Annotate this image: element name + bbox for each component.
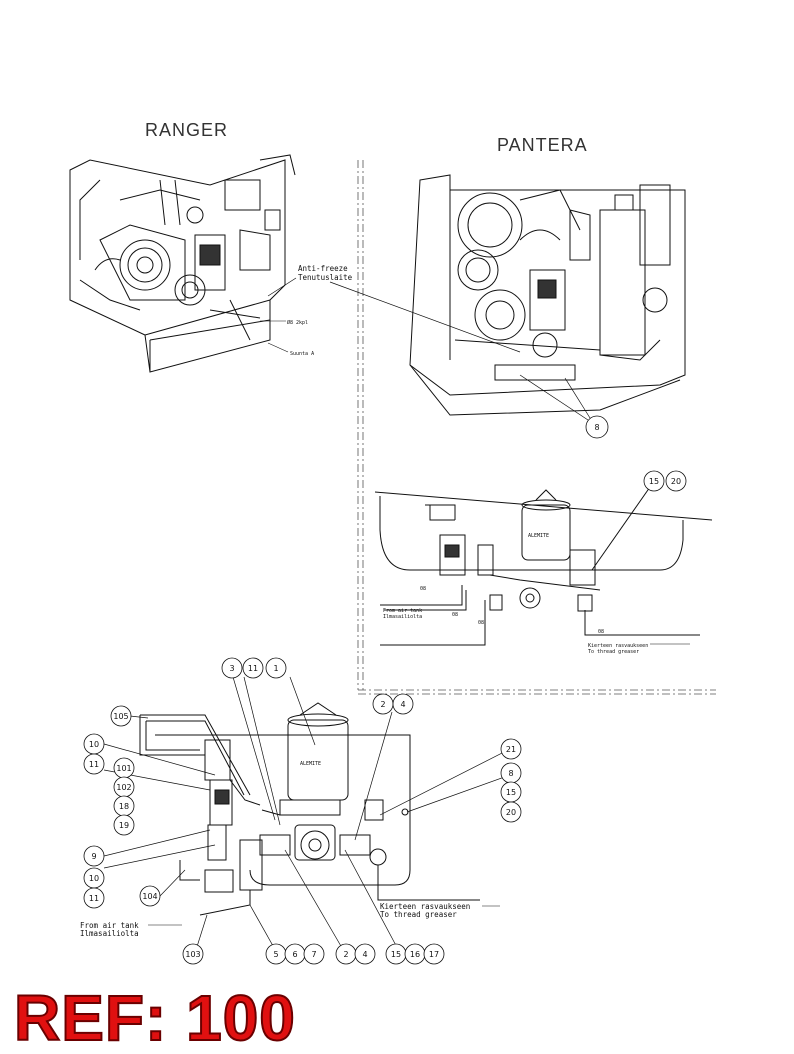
balloon-number: 18	[119, 802, 129, 811]
balloon: 7	[303, 943, 325, 965]
balloon-number: 19	[119, 821, 129, 830]
balloon: 2	[335, 943, 357, 965]
balloon: 15	[500, 781, 522, 803]
main-ilmasailiolta: Ilmasailiolta	[80, 929, 139, 938]
balloon-number: 8	[594, 423, 599, 432]
balloon: 6	[284, 943, 306, 965]
detail-to-thread: To thread greaser	[588, 649, 639, 655]
balloon: 3	[221, 657, 243, 679]
balloon-number: 103	[185, 950, 200, 959]
balloon: 19	[113, 814, 135, 836]
balloon: 18	[113, 795, 135, 817]
balloon-number: 10	[89, 740, 99, 749]
balloon-number: 4	[362, 950, 367, 959]
balloon-number: 15	[391, 950, 401, 959]
pantera-item8-leaders	[519, 374, 591, 421]
antifreeze-label-fi: Tenutuslaite	[298, 273, 353, 282]
detail-from-air-tank: From air tank	[383, 608, 422, 614]
balloon: 10	[83, 867, 105, 889]
balloon-number: 15	[649, 477, 659, 486]
balloon-number: 5	[273, 950, 278, 959]
balloon-number: 11	[248, 664, 258, 673]
balloon-number: 11	[89, 894, 99, 903]
detail-kierteen: Kierteen rasvaukseen	[588, 643, 648, 649]
balloon: 17	[423, 943, 445, 965]
section-divider	[357, 160, 716, 695]
balloon: 20	[665, 470, 687, 492]
balloon: 20	[500, 801, 522, 823]
antifreeze-label-en: Anti-freeze	[298, 264, 348, 273]
balloon-number: 17	[429, 950, 439, 959]
balloon-number: 20	[506, 808, 516, 817]
pipe-dimension-note: Ø8 2kpl	[287, 319, 308, 326]
balloon: 8	[585, 415, 609, 439]
balloon-number: 105	[113, 712, 128, 721]
balloon: 11	[83, 753, 105, 775]
balloon-number: 1	[273, 664, 278, 673]
pantera-title: PANTERA	[497, 135, 588, 155]
balloon-number: 101	[116, 764, 131, 773]
balloon: 11	[242, 657, 264, 679]
balloon-number: 10	[89, 874, 99, 883]
main-unit-illustration	[139, 702, 480, 916]
balloon: 15	[385, 943, 407, 965]
balloon-number: 21	[506, 745, 516, 754]
balloon: 16	[404, 943, 426, 965]
balloon: 104	[139, 885, 161, 907]
pantera-detail-illustration	[374, 486, 713, 646]
ranger-title: RANGER	[145, 120, 228, 140]
balloon: 4	[392, 693, 414, 715]
antifreeze-leaders	[267, 277, 521, 353]
suunta-note: Suunta A	[290, 351, 314, 357]
balloon: 105	[110, 705, 132, 727]
balloon-number: 2	[343, 950, 348, 959]
balloon-number: 6	[292, 950, 297, 959]
balloon-number: 16	[410, 950, 420, 959]
main-kierteen: Kierteen rasvaukseen	[380, 902, 470, 911]
balloon: 15	[643, 470, 665, 492]
balloon-number: 4	[400, 700, 405, 709]
balloon-number: 8	[508, 769, 513, 778]
main-brand: ALEMITE	[300, 761, 321, 767]
main-leader-lines	[103, 676, 511, 954]
balloon: 5	[265, 943, 287, 965]
main-to-thread: To thread greaser	[380, 910, 457, 919]
ranger-machine-illustration	[69, 154, 296, 373]
pantera-machine-illustration	[409, 174, 686, 416]
balloon-number: 2	[380, 700, 385, 709]
detail-pipe-code: 08	[420, 586, 426, 592]
suunta-leader	[267, 342, 289, 353]
ref-label: REF: 100	[13, 982, 296, 1054]
balloon: 21	[500, 738, 522, 760]
balloon-number: 102	[116, 783, 131, 792]
balloon-number: 15	[506, 788, 516, 797]
detail-brand: ALEMITE	[528, 533, 549, 539]
balloon-number: 9	[91, 852, 96, 861]
balloon: 10	[83, 733, 105, 755]
balloon: 101	[113, 757, 135, 779]
balloon: 1	[265, 657, 287, 679]
detail-ilmasailiolta: Ilmasailiolta	[383, 614, 422, 620]
balloon: 4	[354, 943, 376, 965]
balloon: 2	[372, 693, 394, 715]
balloon: 103	[182, 943, 204, 965]
main-from-air-tank: From air tank	[80, 921, 139, 930]
balloon-number: 7	[311, 950, 316, 959]
balloon-number: 20	[671, 477, 681, 486]
detail-pipe-code-2: 08	[452, 612, 458, 618]
balloon-number: 11	[89, 760, 99, 769]
balloon: 11	[83, 887, 105, 909]
detail-pipe-code-4: 08	[598, 629, 604, 635]
detail-pipe-code-3: 08	[478, 620, 484, 626]
balloon-number: 104	[142, 892, 157, 901]
balloon: 9	[83, 845, 105, 867]
balloon-number: 3	[229, 664, 234, 673]
balloon: 8	[500, 762, 522, 784]
balloon: 102	[113, 776, 135, 798]
